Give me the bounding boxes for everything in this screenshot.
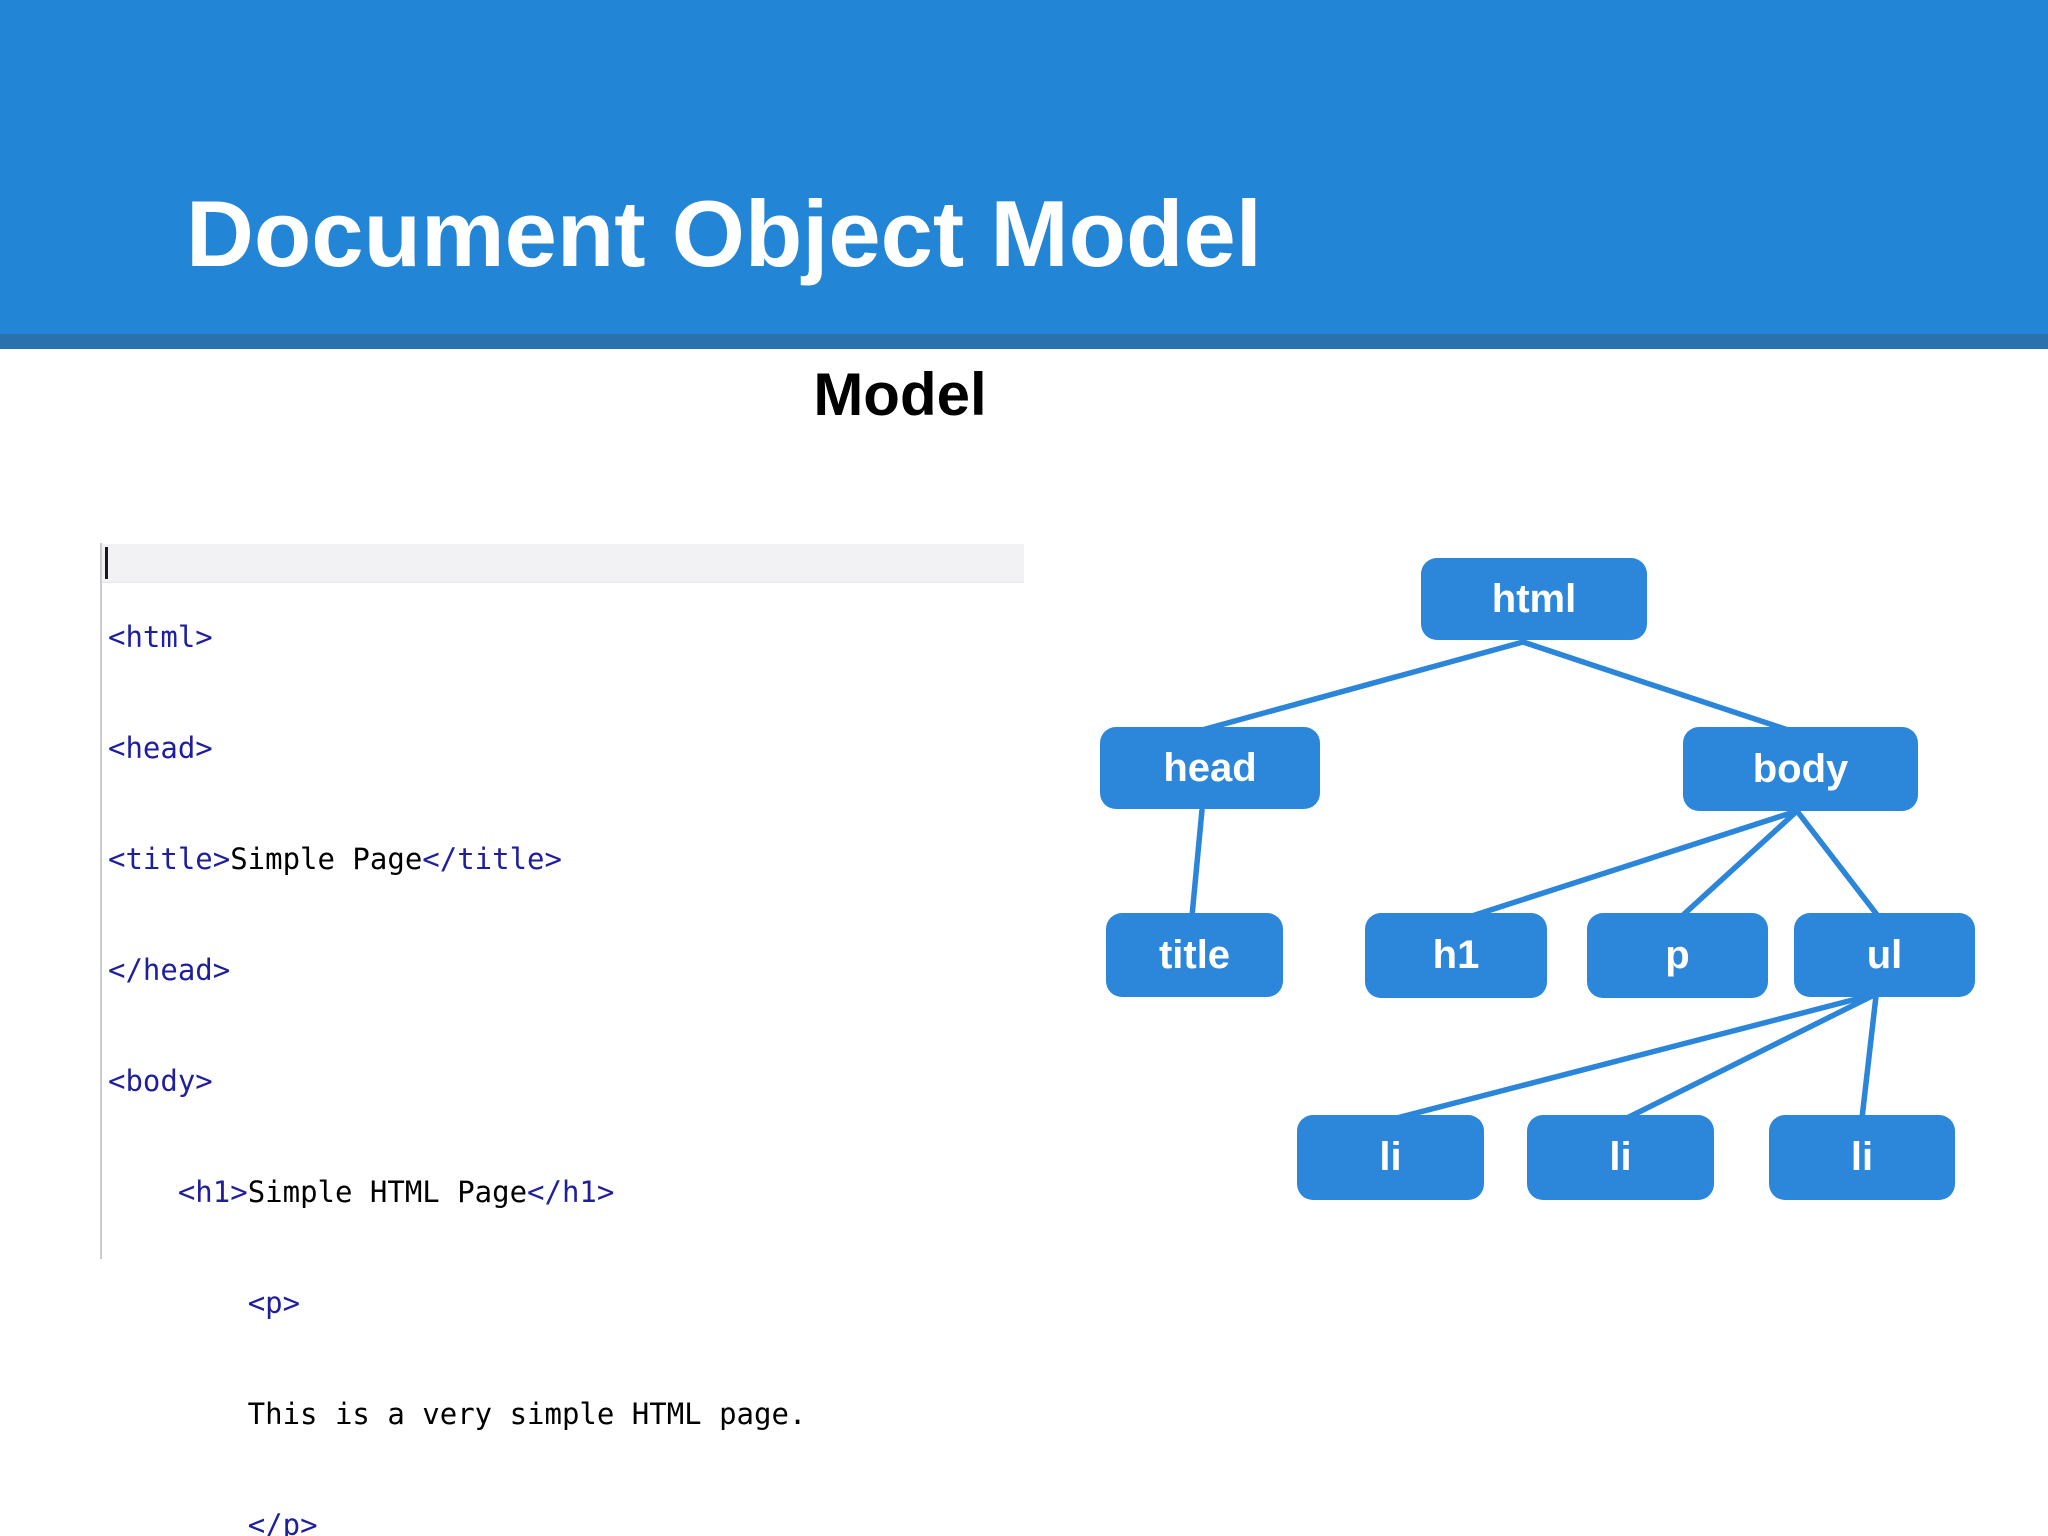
tree-edge-html-body xyxy=(1520,639,1791,733)
code-line: <p> xyxy=(247,1286,301,1320)
code-line: </head> xyxy=(108,953,231,987)
tree-node-li-2: li xyxy=(1527,1115,1714,1200)
tree-node-html: html xyxy=(1421,558,1647,640)
tree-node-head: head xyxy=(1100,727,1320,809)
tree-node-li-1: li xyxy=(1297,1115,1484,1200)
slide-title: Document Object Model xyxy=(186,181,1262,286)
header-accent-strip xyxy=(0,334,2048,349)
tree-edge-head-title xyxy=(1189,807,1205,919)
code-line: <head> xyxy=(108,731,213,765)
code-line: This is a very simple HTML page. xyxy=(108,1397,807,1431)
tree-node-ul: ul xyxy=(1794,913,1975,997)
tree-edge-body-ul xyxy=(1794,808,1881,919)
code-line: <html> xyxy=(108,620,213,654)
code-line: <h1>Simple HTML Page</h1> xyxy=(177,1175,615,1209)
tree-edge-ul-li3 xyxy=(1859,993,1879,1121)
tree-node-body: body xyxy=(1683,727,1918,811)
tree-edge-body-p xyxy=(1679,808,1800,919)
code-line: </p> xyxy=(247,1508,318,1536)
text-cursor xyxy=(105,547,108,579)
tree-node-li-3: li xyxy=(1769,1115,1955,1200)
tree-node-title: title xyxy=(1106,913,1283,997)
tree-edge-ul-li1 xyxy=(1394,993,1871,1121)
code-editor: <html> <head> <title>Simple Page</title>… xyxy=(108,545,998,1536)
editor-left-border xyxy=(100,543,102,1259)
tree-node-p: p xyxy=(1587,913,1768,998)
header-band xyxy=(0,0,2048,334)
active-line-highlight xyxy=(102,544,1024,583)
tree-edge-html-head xyxy=(1199,639,1526,733)
tree-edge-ul-li2 xyxy=(1624,993,1875,1121)
code-line: <title>Simple Page</title> xyxy=(108,842,562,876)
slide-subtitle: Model xyxy=(813,361,987,428)
tree-node-h1: h1 xyxy=(1365,913,1547,998)
tree-edge-body-h1 xyxy=(1469,808,1800,919)
code-line: <body> xyxy=(108,1064,213,1098)
